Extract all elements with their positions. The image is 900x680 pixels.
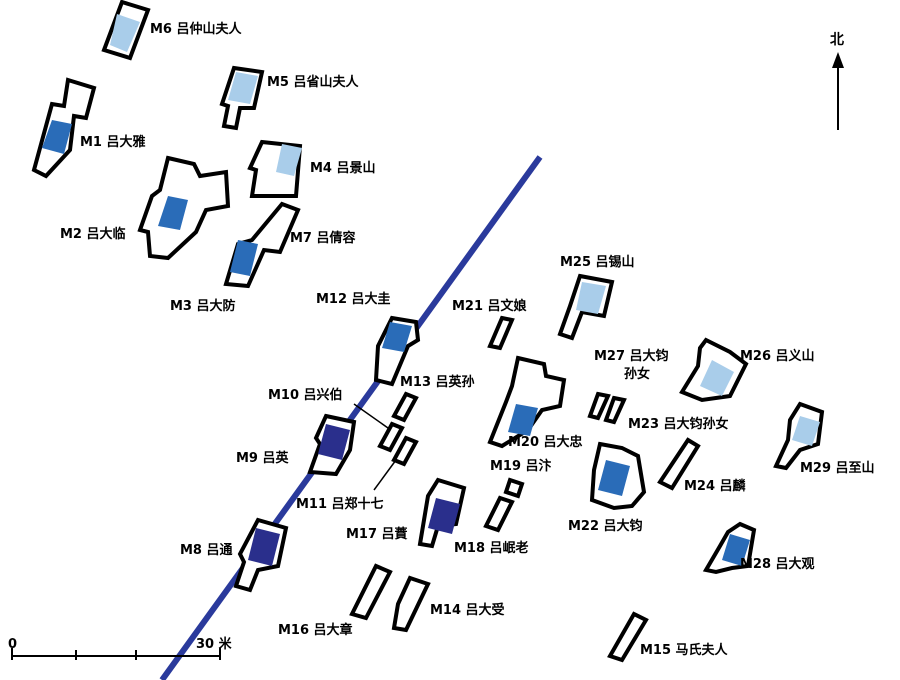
tomb-m20-fill: [508, 404, 538, 436]
tomb-m26-label: M26 吕义山: [740, 348, 815, 364]
tomb-m4-fill: [276, 144, 302, 176]
tomb-m20-label: M20 吕大忠: [508, 434, 583, 450]
tomb-m4-label: M4 吕景山: [310, 160, 376, 176]
tomb-m26-fill: [700, 360, 734, 396]
tomb-m24[interactable]: M24 吕麟: [657, 437, 747, 494]
tomb-m6-fill: [110, 14, 140, 52]
tomb-m2-fill: [158, 196, 188, 230]
tomb-m1-label: M1 吕大雅: [80, 134, 146, 150]
tomb-m23-label: M23 吕大钧孙女: [628, 416, 729, 432]
tomb-m15-label: M15 马氏夫人: [640, 642, 729, 658]
tomb-m10-label: M10 吕兴伯: [268, 387, 343, 403]
tomb-m22-label: M22 吕大钧: [568, 518, 643, 534]
tomb-m12-label: M12 吕大圭: [316, 291, 391, 307]
tomb-m1-fill: [42, 120, 72, 154]
tomb-m28[interactable]: M28 吕大观: [702, 521, 815, 575]
tomb-m22[interactable]: M22 吕大钧: [568, 441, 647, 534]
tomb-m11-leader: [373, 459, 397, 491]
tomb-m19-label: M19 吕汴: [490, 458, 552, 474]
tomb-m20[interactable]: M20 吕大忠: [487, 355, 583, 450]
tomb-m5[interactable]: M5 吕省山夫人: [219, 65, 360, 131]
tomb-m7[interactable]: M7 吕倩容: [223, 201, 356, 289]
tomb-m14[interactable]: M14 吕大受: [391, 575, 505, 633]
tomb-m25[interactable]: M25 吕锡山: [557, 254, 635, 341]
tomb-m29[interactable]: M29 吕至山: [773, 401, 875, 476]
tomb-m17[interactable]: M17 吕蕡: [346, 477, 467, 549]
tomb-m24-label: M24 吕麟: [684, 478, 747, 494]
tomb-m25-fill: [576, 282, 606, 314]
tomb-m13-label: M13 吕英孙: [400, 374, 475, 390]
tomb-m21-label: M21 吕文娘: [452, 298, 528, 314]
tomb-m22-fill: [598, 460, 630, 496]
tomb-m11-label: M11 吕郑十七: [296, 496, 384, 512]
tomb-m2[interactable]: M2 吕大临: [60, 155, 231, 261]
tomb-m8-label: M8 吕通: [180, 542, 233, 558]
tomb-m5-label: M5 吕省山夫人: [267, 74, 360, 90]
tomb-m7-fill: [230, 240, 258, 276]
tomb-m15[interactable]: M15 马氏夫人: [607, 611, 729, 663]
tomb-m5-fill: [228, 72, 258, 104]
tomb-m26[interactable]: M26 吕义山: [679, 337, 815, 403]
tomb-m4[interactable]: M4 吕景山: [247, 139, 376, 198]
tomb-m17-label: M17 吕蕡: [346, 526, 408, 542]
tomb-m13[interactable]: M13 吕英孙: [391, 374, 475, 423]
tomb-m16[interactable]: M16 吕大章: [278, 563, 393, 638]
north-arrow-head: [832, 52, 844, 68]
tomb-m14-label: M14 吕大受: [430, 602, 505, 618]
tomb-m17-fill: [428, 498, 460, 534]
tomb-m27-label2: 孙女: [624, 366, 650, 382]
tomb-m9-fill: [318, 424, 350, 460]
tomb-m1[interactable]: M1 吕大雅: [31, 77, 146, 179]
scale-start: 0: [8, 637, 17, 652]
tomb-m19[interactable]: M19 吕汴: [483, 458, 552, 533]
tomb-m25-label: M25 吕锡山: [560, 254, 635, 270]
tomb-m29-fill: [792, 416, 820, 446]
tomb-m11[interactable]: M11 吕郑十七: [296, 435, 419, 512]
tomb-m28-label: M28 吕大观: [740, 556, 815, 572]
tomb-m27[interactable]: M27 吕大钧 孙女: [587, 348, 669, 425]
tomb-m7-label: M7 吕倩容: [290, 230, 356, 246]
tomb-m29-label: M29 吕至山: [800, 460, 875, 476]
tomb-m8[interactable]: M8 吕通: [180, 517, 289, 593]
scale-end: 30 米: [196, 636, 233, 652]
tomb-m21[interactable]: M21 吕文娘: [452, 298, 528, 351]
tomb-m9-label: M9 吕英: [236, 450, 290, 466]
north-label: 北: [830, 32, 844, 48]
tomb-m18-label: M18 吕岷老: [454, 540, 529, 556]
north-arrow: 北: [830, 32, 844, 130]
tomb-m28-fill: [722, 534, 750, 566]
tomb-m9[interactable]: M9 吕英: [236, 413, 357, 477]
tomb-m10[interactable]: [377, 421, 405, 453]
tomb-m10-leader: [353, 403, 389, 429]
tomb-m12-fill: [382, 322, 412, 352]
tomb-m6[interactable]: M6 吕仲山夫人: [101, 0, 243, 61]
tomb-m2-label: M2 吕大临: [60, 226, 126, 242]
tomb-m6-label: M6 吕仲山夫人: [150, 21, 243, 37]
axis-line: [159, 155, 543, 680]
tomb-m16-label: M16 吕大章: [278, 622, 353, 638]
tomb-m3-label: M3 吕大防: [170, 298, 236, 314]
tomb-m12[interactable]: M12 吕大圭: [316, 291, 421, 387]
scale-bar: 0 30 米: [8, 636, 233, 660]
tomb-m27-label: M27 吕大钧: [594, 348, 669, 364]
tomb-m8-fill: [248, 528, 280, 566]
